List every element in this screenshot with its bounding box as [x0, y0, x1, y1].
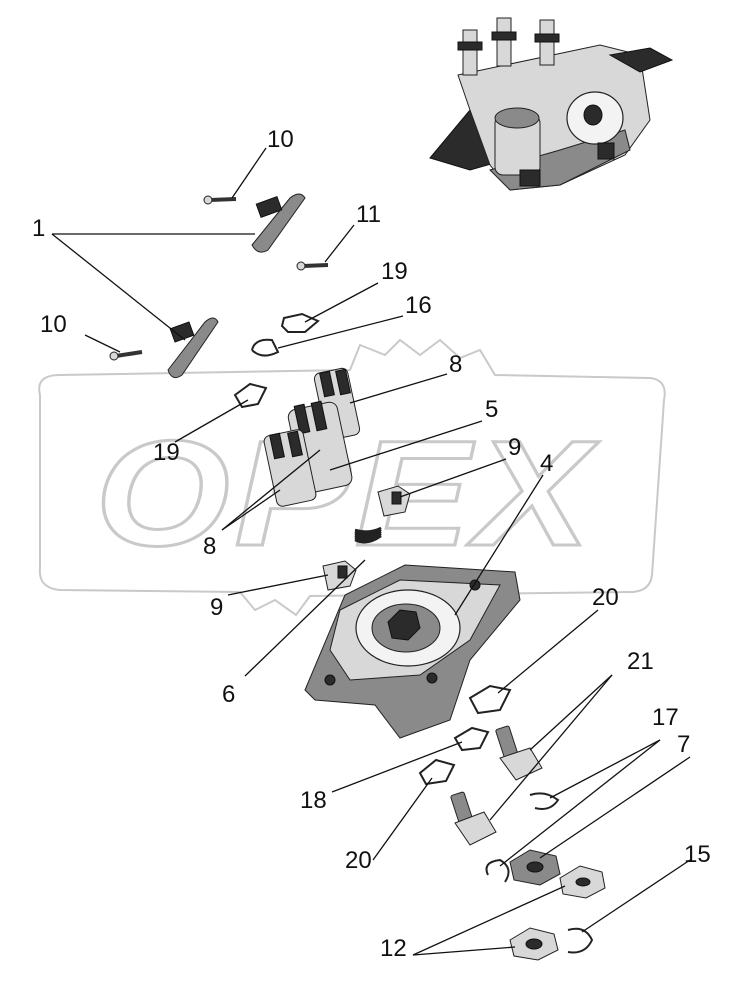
- callout-20-lower: 20: [345, 847, 372, 874]
- ring-17-upper: [529, 792, 560, 810]
- callout-11: 11: [356, 201, 381, 228]
- callout-10-left: 10: [40, 311, 67, 338]
- callout-19-lower: 19: [153, 439, 180, 466]
- callout-12: 12: [380, 935, 407, 962]
- ring-19-upper: [280, 312, 320, 333]
- leader-lines: [51, 147, 691, 956]
- callout-labels: 1 10 10 11 19 16 8 5 19 9 4 8 9 20 6 21 …: [32, 126, 711, 962]
- housing-4: [304, 564, 521, 739]
- follower-9-upper: [377, 485, 411, 517]
- callout-10-top: 10: [267, 126, 294, 153]
- callout-6: 6: [222, 681, 235, 708]
- pin-upper: [203, 195, 237, 205]
- ring-19-lower: [233, 382, 268, 409]
- pin-11: [296, 261, 329, 271]
- plunger-8-left: [263, 429, 317, 507]
- callout-9-lower: 9: [210, 594, 223, 621]
- washer-18: [453, 726, 490, 752]
- sealing-rings: [233, 312, 594, 954]
- callout-20-upper: 20: [592, 584, 619, 611]
- nut-12-upper: [559, 865, 606, 899]
- lever-lower: [167, 317, 219, 379]
- callout-1: 1: [32, 215, 45, 242]
- spring-6: [354, 526, 382, 544]
- bolt-21-upper: [495, 725, 543, 781]
- callout-18: 18: [300, 787, 327, 814]
- washer-20-lower: [418, 758, 456, 786]
- bolt-21-lower: [450, 791, 497, 846]
- callout-9-upper: 9: [508, 434, 521, 461]
- pump-assembly: [429, 17, 674, 191]
- callout-4: 4: [540, 450, 553, 477]
- lever-upper: [251, 193, 306, 253]
- nut-7: [509, 849, 561, 886]
- nut-12-lower: [509, 927, 559, 961]
- washer-20-upper: [468, 684, 512, 715]
- pin-lower: [109, 350, 143, 361]
- callout-19-upper: 19: [381, 258, 408, 285]
- callout-15: 15: [684, 841, 711, 868]
- callout-16: 16: [405, 292, 432, 319]
- follower-9-lower: [322, 560, 357, 591]
- callout-21: 21: [627, 648, 654, 675]
- callout-8-upper: 8: [449, 351, 462, 378]
- callout-8-lower: 8: [203, 533, 216, 560]
- callout-17: 17: [652, 704, 679, 731]
- ring-16: [251, 338, 280, 357]
- ring-15: [567, 927, 594, 954]
- ring-17-lower: [485, 858, 510, 883]
- callout-7: 7: [677, 731, 690, 758]
- callout-5: 5: [485, 396, 498, 423]
